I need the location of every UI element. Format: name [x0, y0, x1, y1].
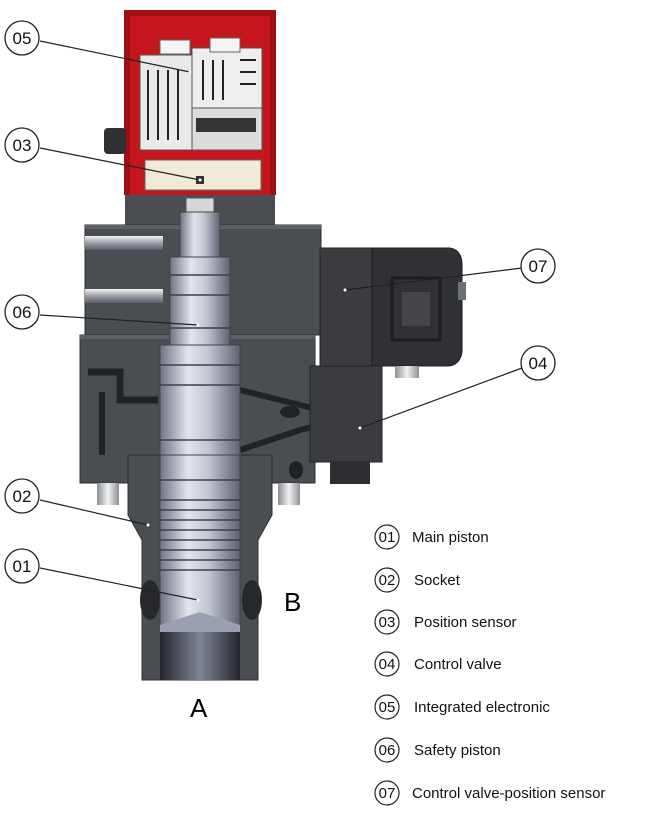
callout-02-label: 02 — [13, 487, 32, 506]
legend-item-07: 07 Control valve-position sensor — [374, 780, 605, 806]
electronics-housing — [104, 10, 276, 195]
legend-label-01: Main piston — [412, 529, 489, 546]
legend: 01 Main piston 02 Socket 03 Position sen… — [374, 524, 605, 806]
callout-01-label: 01 — [13, 557, 32, 576]
legend-label-07: Control valve-position sensor — [412, 785, 605, 802]
callout-03-label: 03 — [13, 136, 32, 155]
legend-label-02: Socket — [414, 572, 461, 589]
legend-item-06: 06 Safety piston — [374, 737, 501, 763]
callout-02: 02 — [4, 478, 40, 514]
callout-06-label: 06 — [13, 303, 32, 322]
legend-num-02: 02 — [379, 572, 396, 589]
callout-07-label: 07 — [529, 257, 548, 276]
port-b-label: B — [284, 587, 301, 617]
legend-item-05: 05 Integrated electronic — [374, 694, 550, 720]
legend-label-05: Integrated electronic — [414, 699, 550, 716]
legend-num-05: 05 — [379, 699, 396, 716]
callout-04: 04 — [520, 345, 556, 381]
legend-label-04: Control valve — [414, 656, 502, 673]
callout-01: 01 — [4, 548, 40, 584]
legend-num-03: 03 — [379, 614, 396, 631]
legend-label-03: Position sensor — [414, 614, 517, 631]
callout-03: 03 — [4, 127, 40, 163]
leader-lines — [39, 40, 523, 601]
callout-04-label: 04 — [529, 354, 548, 373]
leader-dots — [146, 70, 362, 602]
callout-06: 06 — [4, 294, 40, 330]
legend-num-01: 01 — [379, 529, 396, 546]
solenoid-assembly — [309, 247, 466, 484]
legend-item-01: 01 Main piston — [374, 524, 489, 550]
callout-05-label: 05 — [13, 29, 32, 48]
callout-05: 05 — [4, 20, 40, 56]
callout-07: 07 — [520, 248, 556, 284]
legend-item-03: 03 Position sensor — [374, 609, 517, 635]
legend-item-02: 02 Socket — [374, 567, 461, 593]
port-a-label: A — [190, 693, 208, 723]
legend-item-04: 04 Control valve — [374, 651, 502, 677]
legend-label-06: Safety piston — [414, 742, 501, 759]
legend-num-07: 07 — [379, 785, 396, 802]
piston-stack — [159, 197, 241, 632]
legend-num-06: 06 — [379, 742, 396, 759]
legend-num-04: 04 — [379, 656, 396, 673]
